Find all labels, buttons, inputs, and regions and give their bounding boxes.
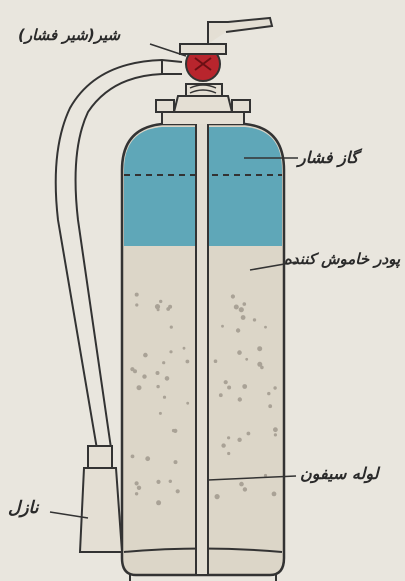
powder-particle [163,396,166,399]
powder-particle [253,318,256,321]
powder-particle [135,481,139,485]
powder-particle [165,376,170,381]
siphon-tube [196,120,208,575]
powder-particle [227,386,231,390]
powder-particle [231,294,235,298]
powder-particle [135,492,138,495]
powder-particle [243,302,247,306]
powder-particle [186,402,189,405]
powder-particle [239,482,244,487]
powder-particle [159,300,162,303]
powder-label: پودر خاموش کننده [284,252,400,267]
powder-particle [243,487,247,491]
powder-particle [176,489,180,493]
nozzle-label: نازل [8,500,38,517]
valve-label: شیر(شیر فشار) [18,28,120,43]
powder-particle [238,397,242,401]
powder-particle [169,480,172,483]
powder-particle [257,362,262,367]
powder-particle [219,393,223,397]
powder-particle [273,386,276,389]
powder-particle [135,303,138,306]
powder-particle [183,347,186,350]
powder-particle [135,293,139,297]
powder-particle [264,326,267,329]
powder-particle [241,315,246,320]
powder-particle [142,374,146,378]
powder-particle [156,500,161,505]
powder-particle [156,480,160,484]
powder-particle [155,304,160,309]
powder-particle [224,380,228,384]
nozzle [80,446,122,552]
powder-particle [247,432,251,436]
powder-particle [242,384,247,389]
powder-particle [215,494,220,499]
powder-particle [267,392,270,395]
powder-particle [221,325,224,328]
powder-particle [239,307,244,312]
handle-lever [208,18,272,44]
powder-particle [257,346,262,351]
powder-particle [137,385,142,390]
powder-particle [186,360,190,364]
powder-particle [166,307,170,311]
powder-particle [145,456,150,461]
valve-assembly [156,18,272,124]
powder-particle [156,385,159,388]
powder-particle [272,492,277,497]
powder-particle [227,436,230,439]
powder-particle [273,427,278,432]
powder-particle [172,429,175,432]
powder-particle [143,353,148,358]
powder-particle [156,371,160,375]
powder-particle [137,486,141,490]
powder-particle [174,460,178,464]
powder-particle [162,361,165,364]
siphon-label: لوله سیفون [300,466,379,482]
powder-particle [274,433,277,436]
gas-label: گاز فشار [298,150,358,166]
powder-particle [237,438,241,442]
powder-particle [237,350,242,355]
powder-particle [170,326,173,329]
powder-particle [133,369,137,373]
powder-particle [234,305,239,310]
powder-particle [159,412,162,415]
powder-particle [236,328,240,332]
powder-particle [268,404,272,408]
powder-particle [245,358,248,361]
powder-particle [131,455,135,459]
powder-particle [221,443,225,447]
powder-particle [214,359,218,363]
powder-particle [169,350,172,353]
powder-particle [227,452,230,455]
